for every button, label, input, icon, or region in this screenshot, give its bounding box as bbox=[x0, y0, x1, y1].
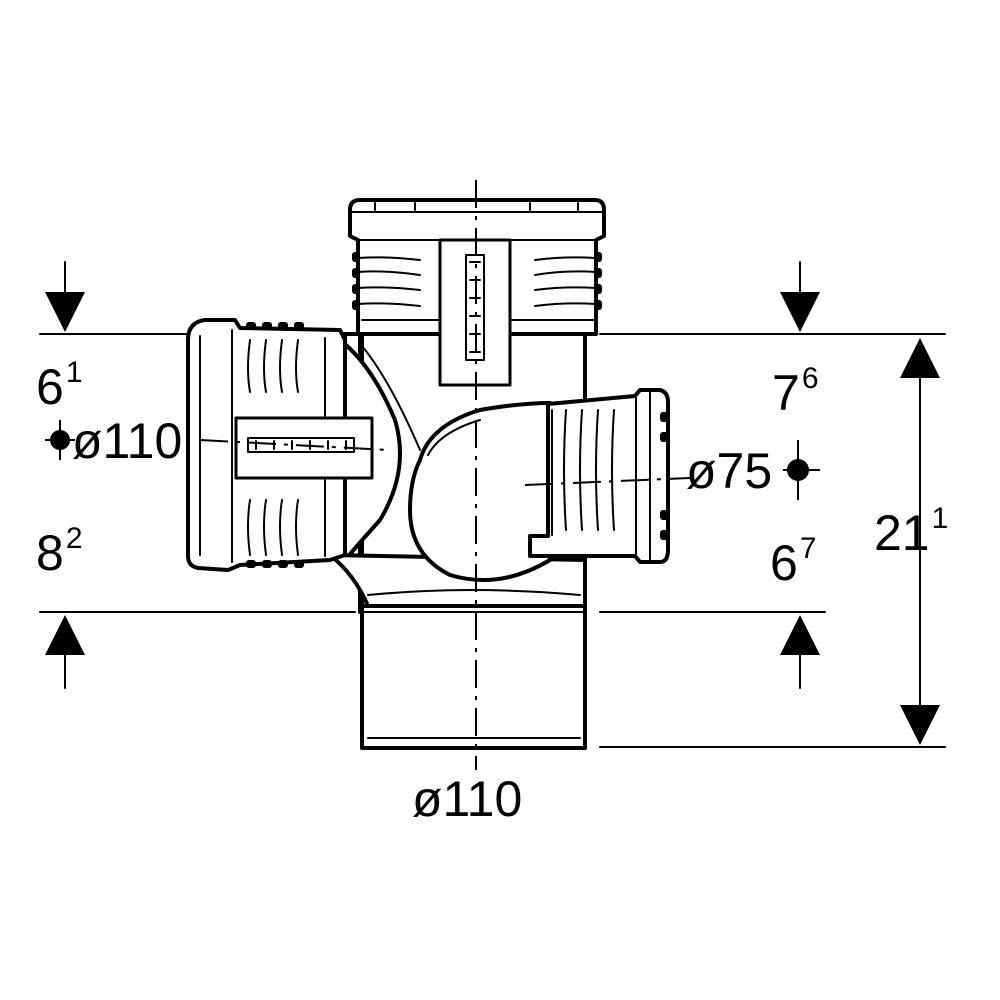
triangle-up-icon bbox=[780, 615, 820, 655]
filled-circle-icon bbox=[45, 420, 75, 460]
left-diameter-label: ø110 bbox=[72, 413, 183, 469]
right-top-dimension: 76 bbox=[772, 362, 819, 421]
triangle-up-icon bbox=[900, 338, 940, 378]
left-bottom-dimension: 82 bbox=[36, 522, 83, 581]
bottom-diameter-label: ø110 bbox=[412, 771, 523, 827]
filled-circle-icon bbox=[783, 440, 820, 500]
total-height-dimension: 211 bbox=[874, 502, 949, 561]
triangle-down-icon bbox=[900, 705, 940, 745]
pipe-body bbox=[186, 198, 670, 750]
center-lines bbox=[199, 180, 691, 770]
right-diameter-label: ø75 bbox=[686, 443, 773, 499]
triangle-down-icon bbox=[780, 292, 820, 332]
left-top-dimension: 61 bbox=[36, 356, 83, 415]
triangle-down-icon bbox=[45, 292, 85, 332]
triangle-up-icon bbox=[45, 615, 85, 655]
right-bottom-dimension: 67 bbox=[770, 532, 817, 591]
